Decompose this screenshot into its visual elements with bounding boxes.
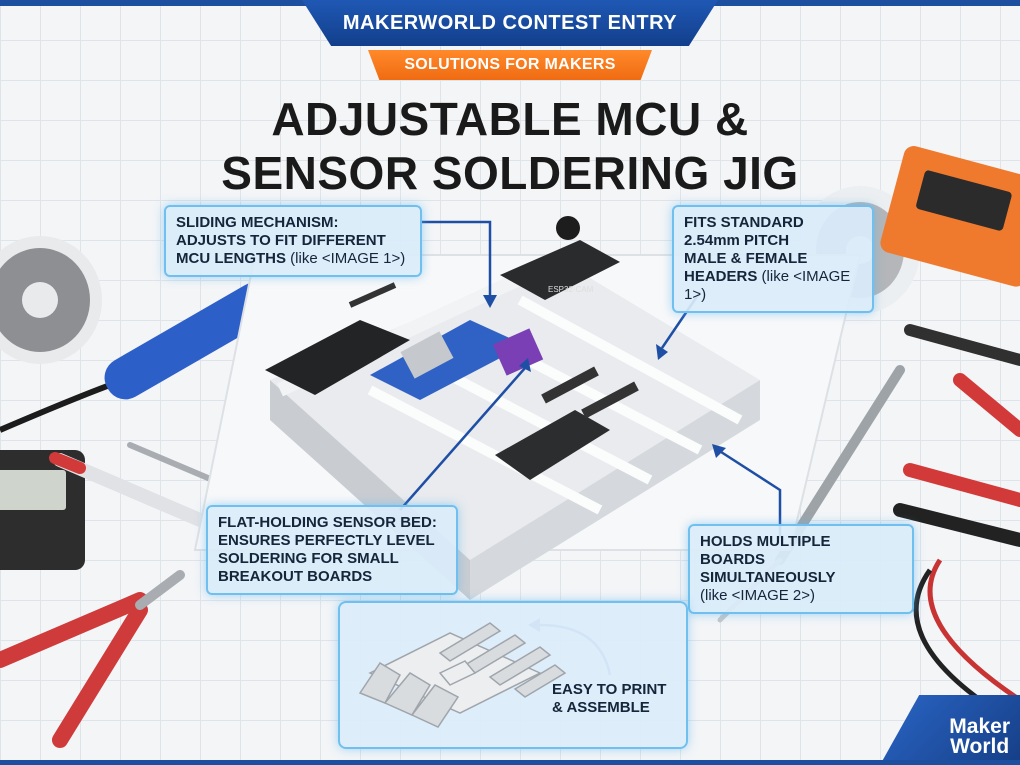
multimeter-icon xyxy=(880,146,1020,287)
printed-parts-icon xyxy=(358,622,567,728)
contest-banner-text: MAKERWORLD CONTEST ENTRY xyxy=(342,11,678,34)
logo-line2: World xyxy=(950,735,1010,758)
callout-headers: FITS STANDARD 2.54mm PITCH MALE & FEMALE… xyxy=(672,205,874,313)
board-silkscreen: ESP32-CAM xyxy=(548,285,594,294)
usb-c-mcu-board xyxy=(495,366,639,480)
solder-spool-left-icon xyxy=(0,236,102,364)
callout-headers-line1: FITS STANDARD xyxy=(684,214,804,231)
sensor-breakout-board xyxy=(492,328,544,376)
esp8266-board xyxy=(370,320,525,400)
callout-headers-note: (like <IMAGE 1>) xyxy=(684,268,851,303)
callout-multiple-note: (like <IMAGE 2>) xyxy=(700,587,816,604)
callout-sliding-mechanism: SLIDING MECHANISM: ADJUSTS TO FIT DIFFER… xyxy=(164,205,422,277)
callout-multiple-line2: BOARDS SIMULTANEOUSLY xyxy=(700,551,836,586)
subtitle-banner-text: SOLUTIONS FOR MAKERS xyxy=(404,56,616,73)
pliers-left-icon xyxy=(0,570,185,748)
page-title: ADJUSTABLE MCU & SENSOR SOLDERING JIG xyxy=(0,92,1020,200)
arrow-sliding xyxy=(420,220,492,300)
callout-sliding-line3: MCU LENGTHS (like <IMAGE 1>) xyxy=(176,250,410,268)
arrow-multiple xyxy=(717,448,782,538)
cutters-right-icon xyxy=(904,324,1020,437)
contest-banner: MAKERWORLD CONTEST ENTRY xyxy=(302,0,718,46)
test-probes-icon xyxy=(893,463,1020,723)
callout-headers-bold: HEADERS xyxy=(684,268,758,285)
arrow-sensor xyxy=(399,367,526,511)
makerworld-logo: Maker World xyxy=(949,715,1010,758)
callout-multiple-boards: HOLDS MULTIPLE BOARDS SIMULTANEOUSLY (li… xyxy=(688,524,914,614)
callout-sensor-bed: FLAT-HOLDING SENSOR BED: ENSURES PERFECT… xyxy=(206,505,458,595)
inset-label: EASY TO PRINT & ASSEMBLE xyxy=(552,681,682,717)
callout-sensor-line2: ENSURES PERFECTLY LEVEL xyxy=(218,532,435,549)
meter-left-icon xyxy=(0,450,85,570)
print-preview-inset xyxy=(338,601,688,749)
logo-line1: Maker xyxy=(949,715,1010,738)
callout-sliding-line2: ADJUSTS TO FIT DIFFERENT xyxy=(176,232,386,249)
inset-label-line1: EASY TO PRINT xyxy=(552,681,667,698)
callout-sliding-bold: MCU LENGTHS xyxy=(176,250,286,267)
callout-headers-line3: MALE & FEMALE xyxy=(684,250,808,267)
callout-sensor-line4: BREAKOUT BOARDS xyxy=(218,568,373,585)
inset-label-line2: & ASSEMBLE xyxy=(552,699,650,716)
callout-headers-line2: 2.54mm PITCH xyxy=(684,232,790,249)
callout-multiple-line1: HOLDS MULTIPLE xyxy=(700,533,831,550)
bottom-accent-bar xyxy=(0,760,1020,765)
callout-sensor-line1: FLAT-HOLDING SENSOR BED: xyxy=(218,514,437,531)
esp32-cam-board xyxy=(500,216,620,300)
subtitle-banner: SOLUTIONS FOR MAKERS xyxy=(368,50,652,80)
callout-headers-line4: HEADERS (like <IMAGE 1>) xyxy=(684,268,862,304)
callout-sliding-note: (like <IMAGE 1>) xyxy=(290,250,406,267)
black-mcu-board xyxy=(265,282,410,395)
title-line-2: SENSOR SOLDERING JIG xyxy=(221,147,799,199)
title-line-1: ADJUSTABLE MCU & xyxy=(271,93,749,145)
callout-sliding-line1: SLIDING MECHANISM: xyxy=(176,214,339,231)
callout-sensor-line3: SOLDERING FOR SMALL xyxy=(218,550,399,567)
